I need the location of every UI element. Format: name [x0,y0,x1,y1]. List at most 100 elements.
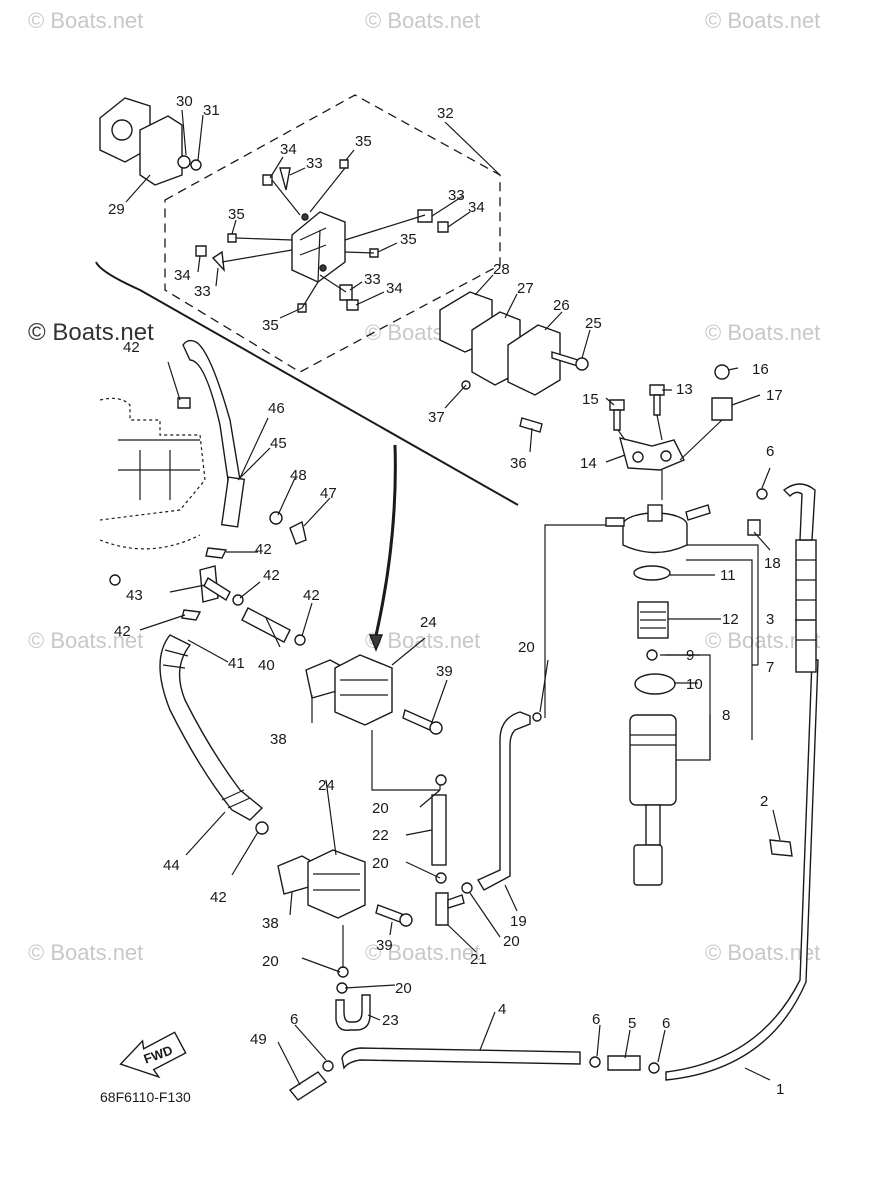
callout-11: 11 [720,567,736,584]
callout-35: 35 [262,317,279,334]
clamp-6 [756,488,768,500]
hose-corrugation [162,649,251,809]
watermark-prominent: © Boats.net [28,319,154,346]
callout-20: 20 [503,933,520,950]
sensor-lead [645,804,661,846]
callout-17: 17 [766,387,783,404]
clamp-6 [648,1062,660,1074]
o-ring-9 [646,649,658,661]
watermark: © Boats.net [28,940,143,965]
callout-42: 42 [114,623,131,640]
clamp-6 [589,1056,601,1068]
callout-41: 41 [228,655,245,672]
hose-1 [665,659,819,1081]
screw-25-head [575,357,589,371]
filter-inlet [605,517,625,527]
protector-ribs [796,559,816,641]
bolt-39 [375,904,403,923]
filter-head-body [622,525,688,554]
bracket-hole [660,450,672,462]
filter-head-nipple [647,504,663,522]
cover-port [111,119,133,141]
joint-43-branch [203,576,231,602]
bolt-47 [289,520,307,545]
callout-48: 48 [290,467,307,484]
callout-29: 29 [108,201,125,218]
callout-24: 24 [420,614,437,631]
joint-5 [607,1055,641,1071]
callout-35: 35 [355,133,372,150]
hose-23 [335,994,371,1031]
watermark: © Boats.net [28,8,143,33]
callout-6: 6 [662,1015,670,1032]
callout-6: 6 [592,1011,600,1028]
fuel-filter-assembly [605,364,761,886]
clamp-20 [435,872,447,884]
callout-42: 42 [263,567,280,584]
callout-35: 35 [228,206,245,223]
pump-port [301,213,309,221]
sensor-connector [633,844,663,886]
bolt-39 [402,709,433,731]
callout-25: 25 [585,315,602,332]
callout-20: 20 [372,800,389,817]
lower-fuel-pump-assembly [277,849,413,927]
callout-6: 6 [766,443,774,460]
callout-33: 33 [364,271,381,288]
pump-port [319,264,327,272]
bolt-15-shank [613,409,621,431]
callout-22: 22 [372,827,389,844]
filter-cup-8 [629,714,677,806]
callout-33: 33 [306,155,323,172]
callout-42: 42 [123,339,140,356]
callout-30: 30 [176,93,193,110]
callout-16: 16 [752,361,769,378]
engine-block-outline [99,397,206,586]
callout-34: 34 [468,199,485,216]
connector-49 [288,1071,328,1101]
clamp-20 [435,774,447,786]
callout-42: 42 [255,541,272,558]
assembly-arrow-head [368,634,384,652]
callout-24: 24 [318,777,335,794]
callout-4: 4 [498,1001,506,1018]
clip-2 [769,839,793,857]
bolt-39-head [429,721,443,735]
hose-3-top [782,483,816,541]
clamp-20 [461,882,473,894]
bracket-hole [632,451,644,463]
float-10 [634,673,676,695]
bracket-14 [619,437,685,471]
clamp-20 [532,712,542,722]
callout-20: 20 [262,953,279,970]
callout-45: 45 [270,435,287,452]
callout-42: 42 [303,587,320,604]
callout-10: 10 [686,676,703,693]
assembly-arrow-line [373,444,397,641]
nut-35 [339,159,349,169]
callout-5: 5 [628,1015,636,1032]
callout-9: 9 [686,647,694,664]
clamp-42 [205,547,228,559]
callout-20: 20 [372,855,389,872]
callout-14: 14 [580,455,597,472]
nut-35 [227,233,237,243]
clamp-6 [322,1060,334,1072]
engine-block-detail [118,439,200,500]
filter-cup-rings [630,734,676,746]
engine-block-edge [99,397,206,521]
pipe-40 [241,607,291,643]
grommet-17 [711,397,733,421]
callout-38: 38 [262,915,279,932]
callout-40: 40 [258,657,275,674]
fuel-pump-24 [307,849,366,919]
callout-3: 3 [766,611,774,628]
callout-34: 34 [386,280,403,297]
plug-18 [747,519,761,536]
fuel-pump-body [291,211,346,283]
callout-38: 38 [270,731,287,748]
engine-hose-dotted [99,534,201,550]
callout-20: 20 [395,980,412,997]
callout-leaders [125,109,816,1086]
